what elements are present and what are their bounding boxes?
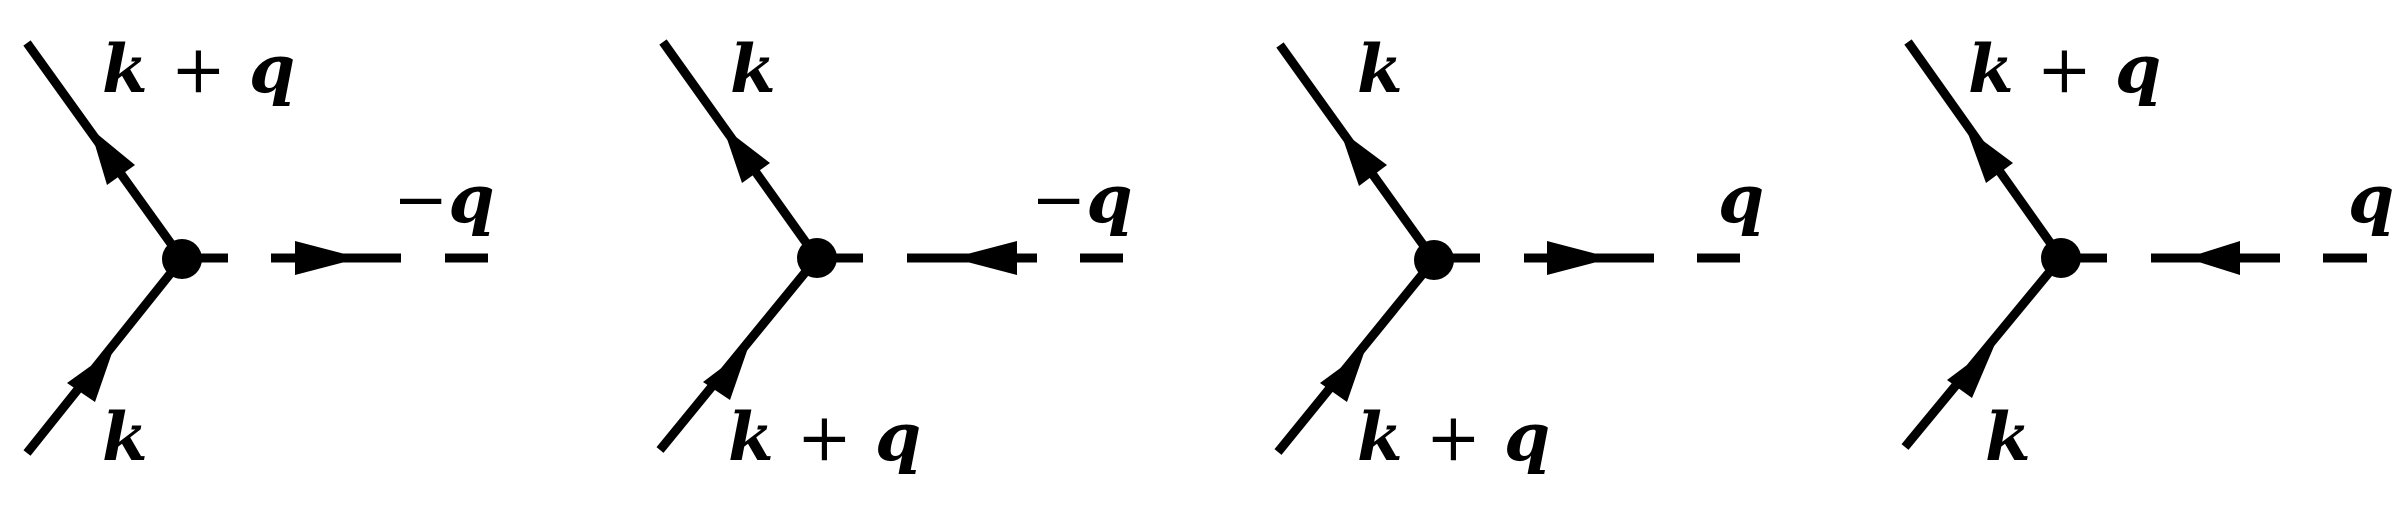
d4-top-momentum-label: k + q: [1968, 30, 2162, 108]
d1-top-momentum-label: k + q: [102, 30, 296, 108]
d1-boson-arrow-right-icon: [295, 241, 360, 275]
d4-vertex-dot: [2041, 238, 2081, 278]
d2-incoming-fermion-line: [656, 255, 821, 453]
d1-outgoing-arrow-icon: [90, 128, 135, 185]
d1-bottom-momentum-label: k: [102, 398, 148, 476]
d4-outgoing-arrow-icon: [1966, 128, 2013, 183]
d4-bottom-momentum-label: k: [1985, 398, 2031, 476]
d2-outgoing-arrow-icon: [723, 127, 770, 183]
d3-boson-momentum-label: q: [1718, 160, 1765, 238]
d3-incoming-fermion-line: [1274, 257, 1438, 455]
d4-incoming-fermion-line: [1901, 255, 2065, 450]
d4-incoming-arrow-icon: [1947, 344, 1995, 398]
d3-bottom-momentum-label: k + q: [1357, 398, 1551, 476]
d3-vertex-dot: [1414, 240, 1454, 280]
d4-boson-arrow-left-icon: [2186, 241, 2240, 275]
d3-top-momentum-label: k: [1357, 30, 1403, 108]
d2-vertex-dot: [797, 238, 837, 278]
d2-boson-arrow-left-icon: [952, 241, 1017, 275]
d1-incoming-fermion-line: [23, 256, 186, 456]
d1-vertex-dot: [162, 239, 202, 279]
d4-boson-momentum-label: q: [2348, 160, 2395, 238]
d3-incoming-arrow-icon: [1320, 350, 1365, 402]
d3-boson-arrow-right-icon: [1547, 241, 1612, 275]
d1-boson-momentum-label: −q: [393, 160, 495, 238]
d2-bottom-momentum-label: k + q: [728, 398, 922, 476]
d1-incoming-arrow-icon: [67, 350, 113, 402]
d2-incoming-arrow-icon: [703, 348, 748, 400]
d3-outgoing-arrow-icon: [1340, 130, 1387, 186]
d2-boson-momentum-label: −q: [1031, 160, 1133, 238]
d2-top-momentum-label: k: [730, 30, 776, 108]
